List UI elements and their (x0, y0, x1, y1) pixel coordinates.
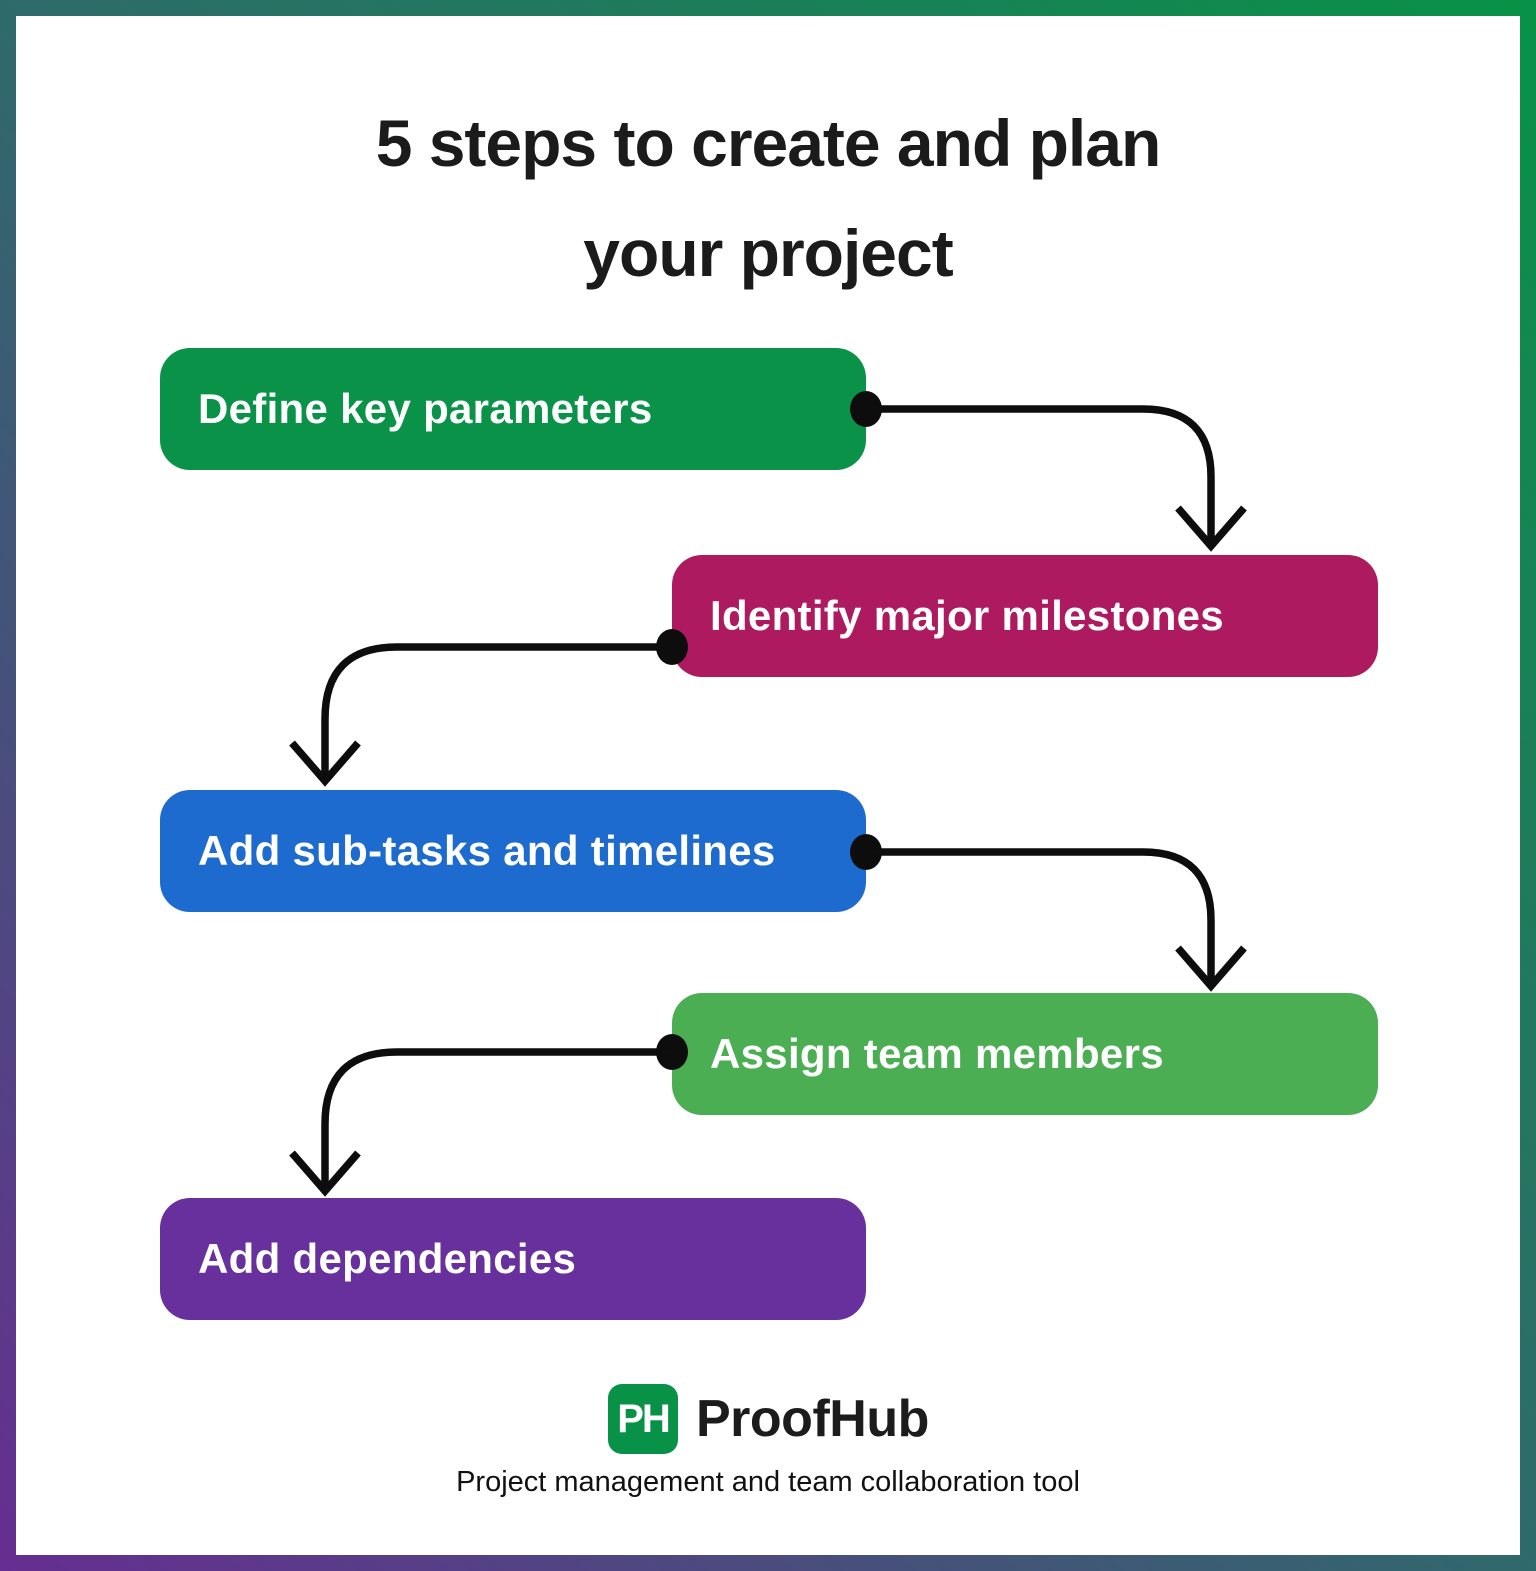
step-identify-major-milestones: Identify major milestones (672, 555, 1378, 677)
brand-tagline: Project management and team collaboratio… (456, 1466, 1080, 1498)
brand-name: ProofHub (696, 1390, 929, 1448)
page-title-line1: 5 steps to create and plan (375, 106, 1162, 180)
step-assign-team-members: Assign team members (672, 993, 1378, 1115)
step-label: Identify major milestones (710, 592, 1224, 639)
infographic-background: 5 steps to create and plan your project (16, 16, 1520, 1555)
step-define-key-parameters: Define key parameters (160, 348, 866, 470)
step-label: Define key parameters (198, 385, 653, 432)
step-label: Add dependencies (198, 1235, 577, 1282)
step-add-dependencies: Add dependencies (160, 1198, 866, 1320)
page-title-line2: your project (583, 216, 953, 290)
step-label: Add sub-tasks and timelines (198, 827, 776, 874)
step-label: Assign team members (710, 1030, 1164, 1077)
proofhub-logo-icon: PH (608, 1384, 678, 1454)
page-title: 5 steps to create and plan your project (16, 88, 1520, 308)
step-add-sub-tasks-and-timelines: Add sub-tasks and timelines (160, 790, 866, 912)
